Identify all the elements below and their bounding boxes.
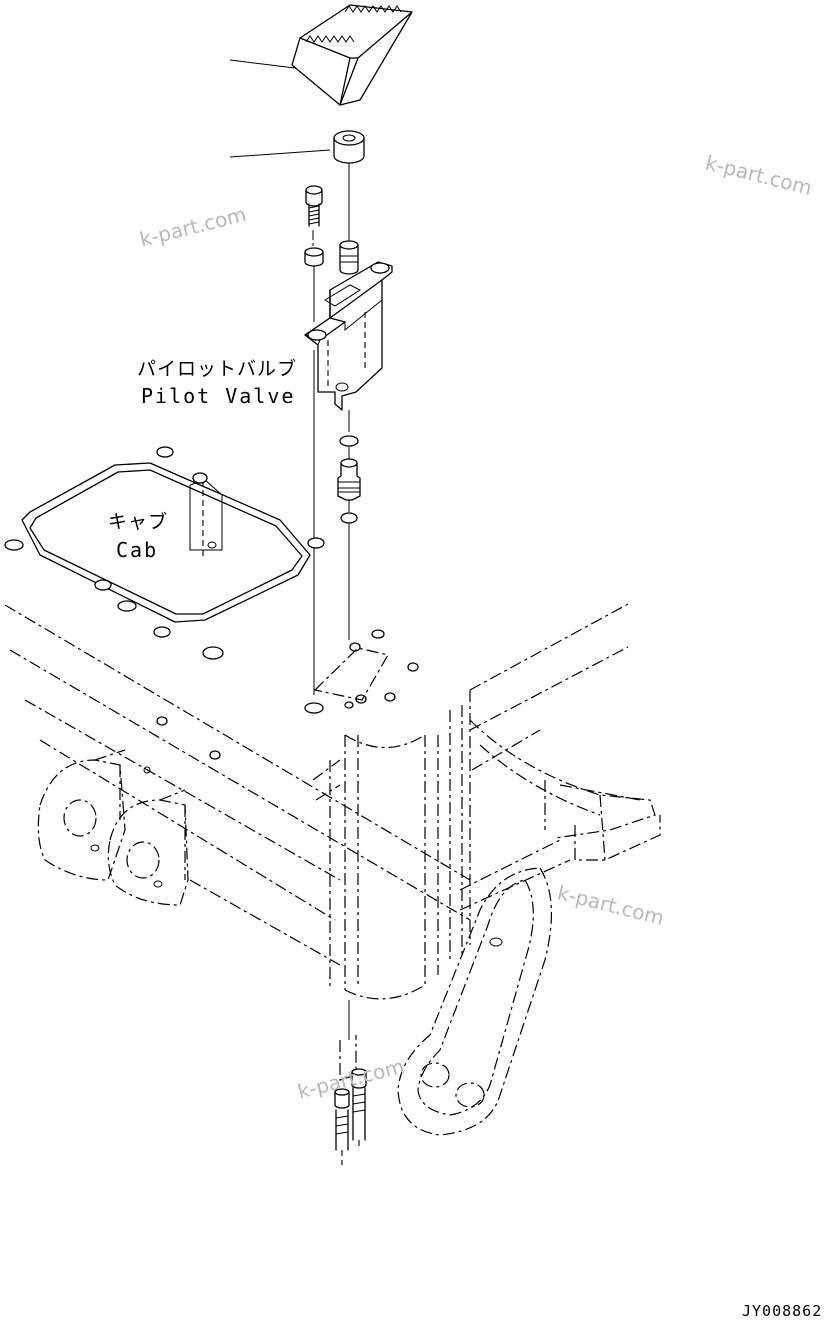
frame-outline [4,603,629,966]
frame-brackets [37,749,189,906]
mounting-holes [4,446,419,760]
spacer-part [333,130,365,164]
frame-column [329,690,471,1000]
floor-plate-outline [313,647,389,701]
nut-part [304,247,324,267]
pilot-valve-label-en: Pilot Valve [141,384,296,408]
leader-lines [229,59,331,158]
cab-outline [21,462,311,623]
cab-label-en: Cab [116,538,159,562]
pilot-valve-part [304,240,393,411]
pilot-valve-label-jp: パイロットバルブ [137,358,298,380]
cab-label-jp: キャブ [108,511,169,533]
seal-part [340,512,358,524]
adapter-part [337,458,361,501]
bolt-part [305,185,323,246]
o-ring-part [339,435,359,447]
drawing-code: JY008862 [742,1302,823,1320]
hose-fittings [334,1000,367,1165]
frame-arm [469,719,661,861]
pedal-part [291,4,413,106]
frame-link [397,867,552,1136]
